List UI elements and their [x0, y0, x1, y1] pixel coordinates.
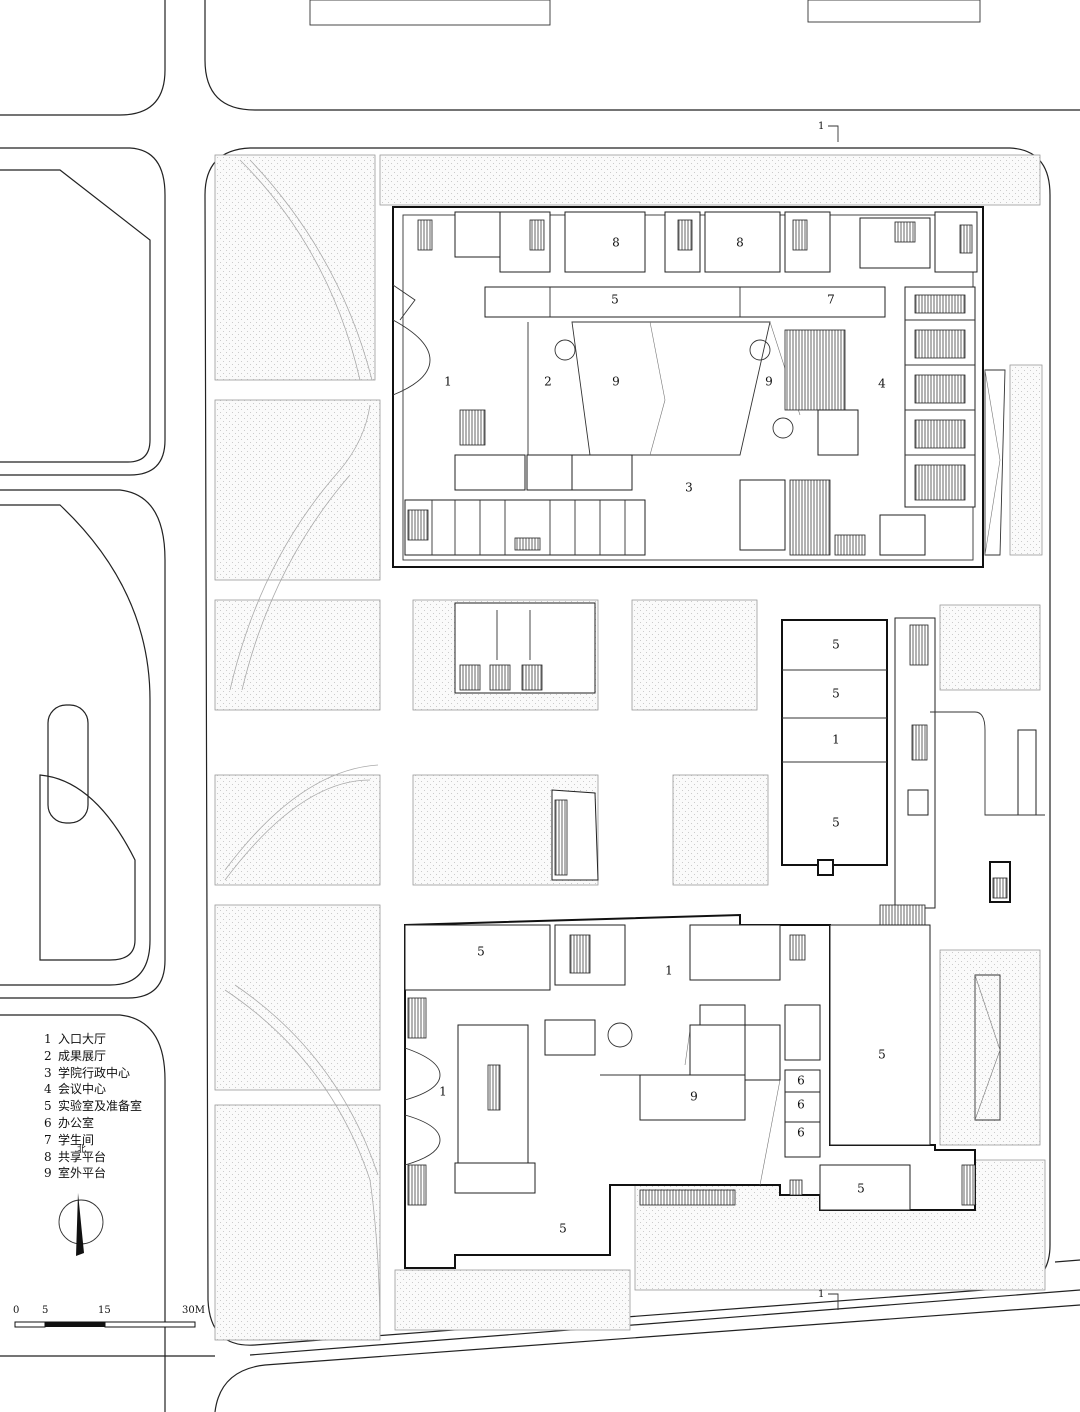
scale-tick-label: 0: [13, 1305, 20, 1316]
east-building: [781, 617, 1045, 926]
room-label: 5: [832, 687, 840, 701]
ramps: [974, 369, 1006, 1121]
room-label: 1: [439, 1085, 447, 1099]
room-label: 7: [827, 293, 835, 307]
scale-bar: [14, 1321, 196, 1328]
room-labels: 8 8 5 7 1 2 9 9 4 3 5 5 1 5 5 1 1 9 5 6 …: [439, 236, 886, 1236]
courtyard-structures: [454, 602, 599, 881]
room-label: 2: [544, 375, 552, 389]
room-label: 9: [765, 375, 773, 389]
north-label: 北: [77, 1145, 87, 1155]
scale-tick-label: 30M: [182, 1305, 205, 1316]
section-label-top: 1: [818, 121, 825, 132]
north-arrow-icon: [58, 1193, 104, 1256]
room-label: 5: [857, 1182, 865, 1196]
room-label: 6: [797, 1126, 805, 1140]
room-label: 5: [832, 638, 840, 652]
north-building: [392, 206, 984, 568]
room-label: 9: [690, 1090, 698, 1104]
south-building: [404, 913, 976, 1269]
scale-tick-label: 5: [42, 1305, 49, 1316]
room-label: 5: [878, 1048, 886, 1062]
room-label: 5: [477, 945, 485, 959]
room-label: 5: [611, 293, 619, 307]
room-label: 1: [444, 375, 452, 389]
room-label: 8: [612, 236, 620, 250]
room-label: 6: [797, 1074, 805, 1088]
room-label: 5: [832, 816, 840, 830]
room-label: 4: [878, 377, 886, 391]
section-marks: [828, 125, 839, 1310]
landscape-paths: [224, 159, 381, 1341]
room-label: 6: [797, 1098, 805, 1112]
room-label: 1: [832, 733, 840, 747]
room-label: 3: [685, 481, 693, 495]
room-label: 1: [665, 964, 673, 978]
section-label-bottom: 1: [818, 1289, 825, 1300]
room-label: 9: [612, 375, 620, 389]
scale-tick-label: 15: [98, 1305, 111, 1316]
room-label: 5: [559, 1222, 567, 1236]
landscape-areas: [214, 154, 1046, 1341]
room-label: 8: [736, 236, 744, 250]
